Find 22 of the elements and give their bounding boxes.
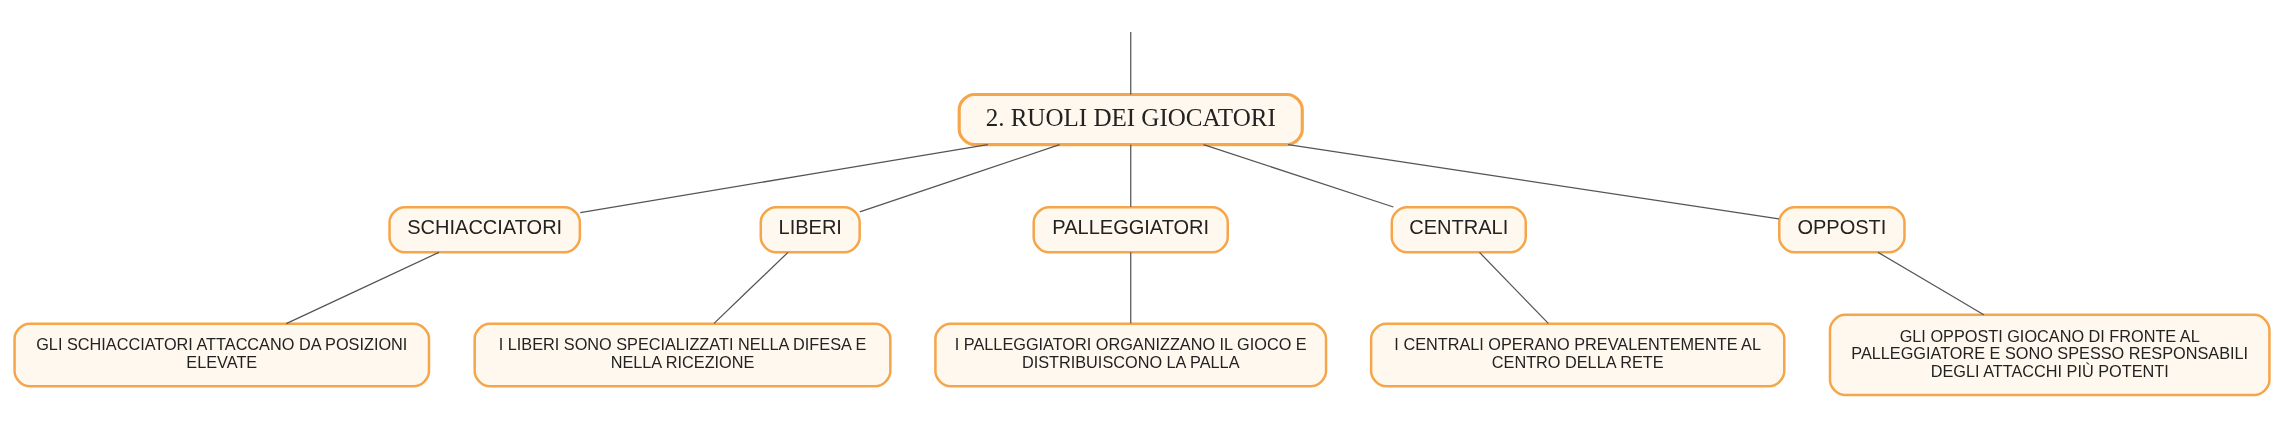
node-box: 2. RUOLI DEI GIOCATORI: [957, 92, 1304, 147]
connector: [285, 251, 440, 325]
connector: [579, 144, 989, 214]
connector: [713, 251, 789, 324]
node-box: PALLEGGIATORI: [1032, 205, 1229, 254]
connector: [1202, 144, 1394, 208]
connector: [1287, 144, 1780, 220]
node-box: GLI OPPOSTI GIOCANO DI FRONTE AL PALLEGGIATORE E SONO SPESSO RESPONSABILI DEGLI ATTACCHI PIÙ POTENTI: [1828, 313, 2271, 397]
connector: [859, 144, 1061, 213]
connector: [1478, 251, 1549, 324]
connector: [1130, 144, 1132, 208]
node-box: CENTRALI: [1390, 205, 1527, 254]
node-box: I PALLEGGIATORI ORGANIZZANO IL GIOCO E DISTRIBUISCONO LA PALLA: [934, 322, 1328, 388]
node-box: GLI SCHIACCIATORI ATTACCANO DA POSIZIONI ELEVATE: [13, 322, 431, 388]
node-box: I LIBERI SONO SPECIALIZZATI NELLA DIFESA E NELLA RICEZIONE: [473, 322, 892, 388]
connector: [1130, 31, 1132, 96]
connector: [1130, 251, 1132, 324]
node-box: OPPOSTI: [1778, 205, 1906, 254]
node-box: SCHIACCIATORI: [388, 205, 582, 254]
connector: [1877, 251, 1985, 316]
node-box: LIBERI: [759, 205, 861, 254]
node-box: I CENTRALI OPERANO PREVALENTEMENTE AL CENTRO DELLA RETE: [1369, 322, 1786, 388]
